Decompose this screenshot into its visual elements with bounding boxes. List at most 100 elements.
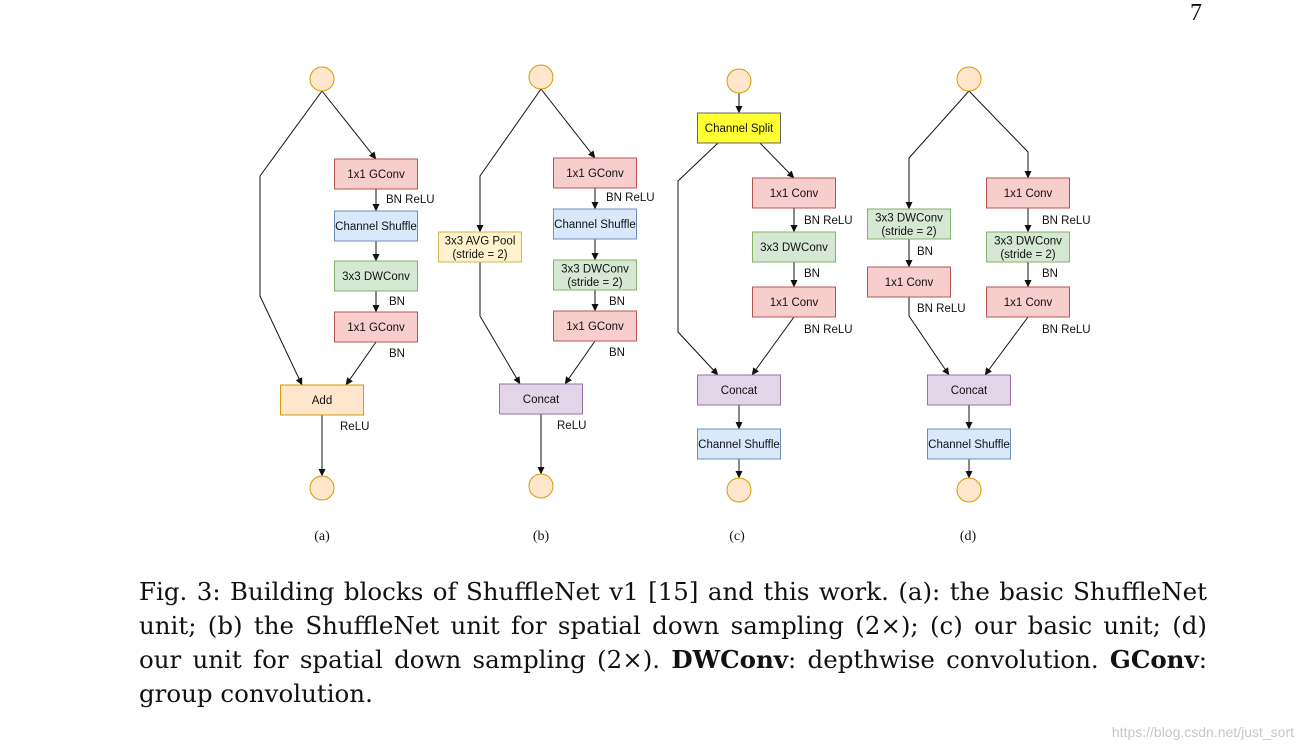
- edge-label: ReLU: [557, 420, 586, 432]
- c-n1-block: 1x1 Conv: [752, 177, 836, 209]
- c-in-node-circle: [726, 68, 752, 94]
- edge-label: BN ReLU: [606, 192, 655, 204]
- d-in-node-circle: [956, 66, 982, 92]
- block-label: Add: [312, 395, 332, 407]
- edge-arrow: [677, 142, 719, 376]
- c-shuffle-block: Channel Shuffle: [697, 428, 781, 460]
- edge-arrow: [259, 90, 323, 386]
- edge-label: BN: [1042, 268, 1058, 280]
- figure-caption: Fig. 3: Building blocks of ShuffleNet v1…: [139, 575, 1207, 711]
- a-n2-block: Channel Shuffle: [334, 210, 418, 242]
- block-label: Concat: [721, 385, 758, 397]
- block-label: 1x1 GConv: [566, 321, 624, 333]
- block-label: 3x3 AVG Pool: [445, 235, 516, 247]
- subfigure-label-c: (c): [729, 529, 745, 544]
- subfigure-label-b: (b): [533, 529, 550, 544]
- d-shuffle-block: Channel Shuffle: [927, 428, 1011, 460]
- block-label: 3x3 DWConv: [994, 235, 1062, 247]
- d-r1-block: 1x1 Conv: [986, 177, 1070, 209]
- a-n3-block: 3x3 DWConv: [334, 260, 418, 292]
- caption-text-3: : group convolution.: [139, 645, 1207, 708]
- block-label: 1x1 Conv: [1004, 188, 1053, 200]
- edge-label: BN: [804, 268, 820, 280]
- a-merge-block: Add: [280, 384, 364, 416]
- edge-label: BN ReLU: [804, 324, 853, 336]
- block-label: 1x1 GConv: [347, 169, 405, 181]
- b-n3-block: 3x3 DWConv(stride = 2): [553, 259, 637, 291]
- block-label: 3x3 DWConv: [760, 242, 828, 254]
- block-label: (stride = 2): [1000, 249, 1055, 261]
- b-out-node-circle: [528, 473, 554, 499]
- block-label: (stride = 2): [452, 249, 507, 261]
- b-n2-block: Channel Shuffle: [553, 208, 637, 240]
- edge-arrow: [540, 88, 596, 159]
- edge-label: BN: [389, 348, 405, 360]
- block-label: Channel Shuffle: [928, 439, 1010, 451]
- block-label: 1x1 Conv: [770, 297, 819, 309]
- a-n1-block: 1x1 GConv: [334, 158, 418, 190]
- edge-arrow: [479, 262, 521, 385]
- caption-term-gconv: GConv: [1109, 645, 1199, 674]
- caption-text-1: Building blocks of ShuffleNet v1 [15] an…: [139, 577, 1208, 674]
- block-label: 3x3 DWConv: [342, 271, 410, 283]
- edge-arrow: [908, 297, 950, 376]
- subfigure-label-d: (d): [960, 529, 977, 544]
- b-pool-block: 3x3 AVG Pool (stride = 2): [438, 231, 522, 263]
- block-label: 1x1 GConv: [566, 168, 624, 180]
- caption-fig-number: Fig. 3:: [139, 577, 221, 606]
- edge-label: BN ReLU: [1042, 324, 1091, 336]
- block-label: Channel Shuffle: [554, 219, 636, 231]
- block-label: 1x1 Conv: [1004, 297, 1053, 309]
- block-label: 3x3 DWConv: [561, 263, 629, 275]
- d-out-node-circle: [956, 477, 982, 503]
- block-label: Channel Shuffle: [335, 221, 417, 233]
- edge-label: BN ReLU: [1042, 215, 1091, 227]
- edge-arrow: [968, 90, 1032, 179]
- edge-arrow: [564, 340, 596, 385]
- b-merge-block: Concat: [499, 383, 583, 415]
- a-n4-block: 1x1 GConv: [334, 311, 418, 343]
- edge-arrow: [476, 88, 542, 233]
- edge-arrow: [984, 316, 1029, 376]
- d-l1-block: 3x3 DWConv(stride = 2): [867, 208, 951, 240]
- watermark: https://blog.csdn.net/just_sort: [1111, 724, 1294, 740]
- edge-label: BN ReLU: [917, 303, 966, 315]
- block-label: Channel Shuffle: [698, 439, 780, 451]
- page-number: 7: [1190, 0, 1202, 26]
- d-merge-block: Concat: [927, 374, 1011, 406]
- block-label: Channel Split: [705, 123, 774, 135]
- block-label: (stride = 2): [881, 226, 936, 238]
- d-r3-block: 1x1 Conv: [986, 286, 1070, 318]
- block-label: 1x1 GConv: [347, 322, 405, 334]
- block-label: Concat: [523, 394, 560, 406]
- d-r2-block: 3x3 DWConv (stride = 2): [986, 231, 1070, 263]
- c-out-node-circle: [726, 477, 752, 503]
- subfigure-label-a: (a): [314, 529, 330, 544]
- d-l2-block: 1x1 Conv: [867, 266, 951, 298]
- edge-arrow: [321, 90, 377, 160]
- caption-text-2: : depthwise convolution.: [788, 645, 1110, 674]
- b-n1-block: 1x1 GConv: [553, 157, 637, 189]
- edge-arrow: [751, 316, 795, 376]
- edge-arrow: [759, 142, 795, 179]
- edge-arrow: [345, 341, 377, 386]
- block-label: 1x1 Conv: [885, 277, 934, 289]
- block-label: Concat: [951, 385, 988, 397]
- c-n2-block: 3x3 DWConv: [752, 231, 836, 263]
- edge-label: BN: [609, 347, 625, 359]
- edge-arrow: [905, 90, 970, 210]
- a-in-node-circle: [309, 66, 335, 92]
- edge-label: BN: [389, 296, 405, 308]
- edge-label: BN: [609, 296, 625, 308]
- a-out-node-circle: [309, 475, 335, 501]
- c-merge-block: Concat: [697, 374, 781, 406]
- edge-label: BN ReLU: [386, 194, 435, 206]
- b-n4-block: 1x1 GConv: [553, 310, 637, 342]
- c-n3-block: 1x1 Conv: [752, 286, 836, 318]
- block-label: 1x1 Conv: [770, 188, 819, 200]
- edge-label: BN: [917, 246, 933, 258]
- edge-label: ReLU: [340, 421, 369, 433]
- caption-term-dwconv: DWConv: [671, 645, 789, 674]
- c-split-block: Channel Split: [697, 112, 781, 144]
